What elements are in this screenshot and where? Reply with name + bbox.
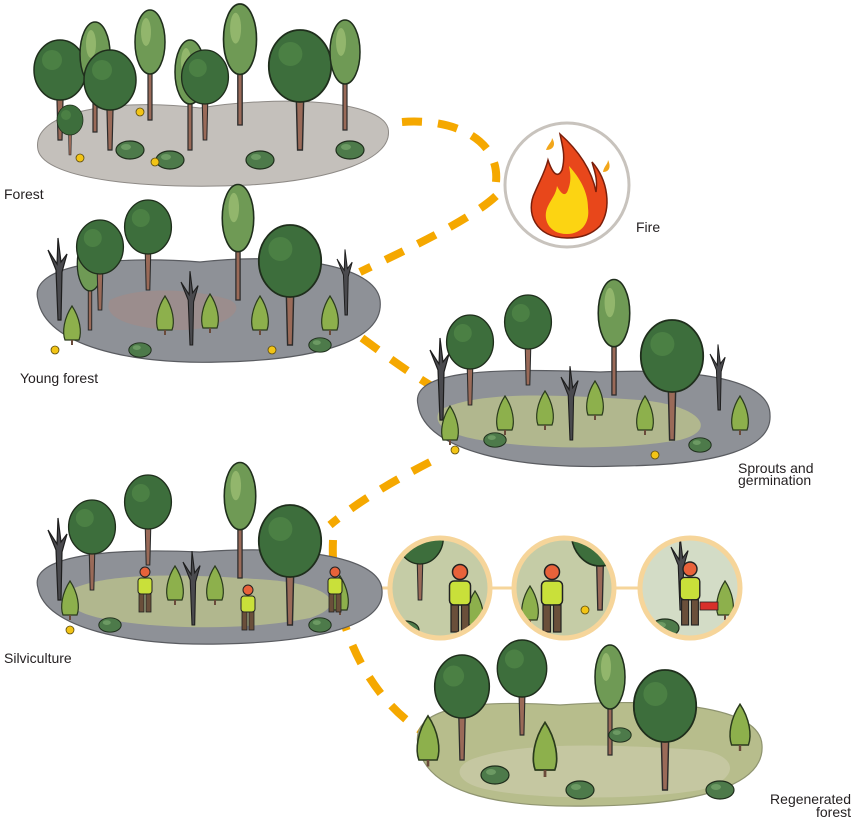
regenerated-forest-scene [417,640,762,806]
sprouts-scene [417,280,770,467]
detail-circle-3 [640,536,740,638]
sprouts-label-line2: germination [738,473,811,488]
forest-label: Forest [4,187,44,202]
young-forest-scene [37,185,380,363]
detail-circle-2 [514,500,629,638]
fire-circle [505,123,629,247]
detail-circle-1 [390,510,490,639]
forest-scene [34,4,389,186]
regenerated-label-line2: forest [816,805,851,820]
fire-label: Fire [636,220,660,235]
young-forest-label: Young forest [20,371,98,386]
silviculture-label: Silviculture [4,651,72,666]
